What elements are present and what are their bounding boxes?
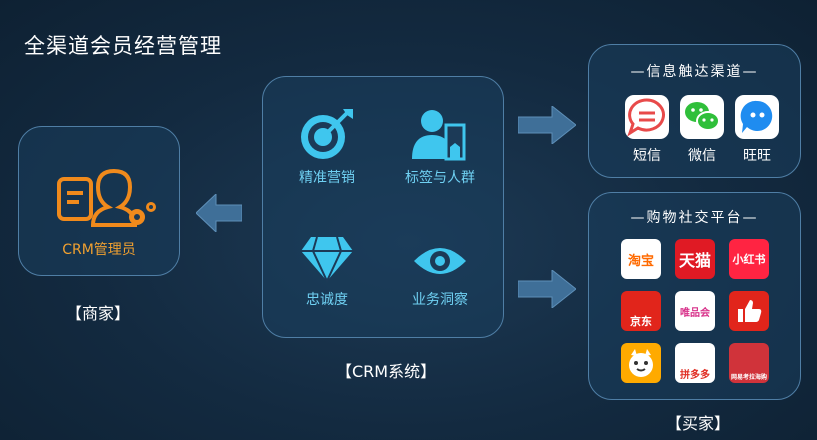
vipshop-icon: 唯品会 bbox=[675, 291, 715, 331]
crm-item-label: 精准营销 bbox=[299, 170, 355, 186]
crm-admin-icon bbox=[57, 169, 156, 227]
suning-icon bbox=[621, 343, 661, 383]
platform-title: —购物社交平台— bbox=[630, 210, 759, 226]
arrow-left-icon bbox=[196, 194, 242, 232]
crm-item-label: 标签与人群 bbox=[405, 170, 475, 186]
crm-item-loyalty: 忠诚度 bbox=[272, 229, 382, 309]
sms-label: 短信 bbox=[633, 148, 661, 164]
page-title: 全渠道会员经营管理 bbox=[24, 34, 222, 58]
person-tag-icon bbox=[412, 110, 466, 161]
sms-icon bbox=[625, 95, 669, 139]
arrow-right-icon bbox=[518, 106, 576, 144]
diamond-icon bbox=[301, 236, 353, 283]
merchant-caption: 【商家】 bbox=[66, 304, 131, 323]
crm-item-business-insight: 业务洞察 bbox=[385, 229, 495, 309]
xiaohongshu-icon: 小红书 bbox=[729, 239, 769, 279]
thumbs-up-icon bbox=[729, 291, 769, 331]
crm-admin-label: CRM管理员 bbox=[62, 242, 136, 258]
crm-panel: 精准营销 标签与人群 忠诚度 bbox=[262, 76, 504, 338]
crm-item-label: 忠诚度 bbox=[306, 292, 348, 308]
merchant-panel: CRM管理员 bbox=[18, 126, 180, 276]
channel-panel: —信息触达渠道— 短信 微信 旺旺 bbox=[588, 44, 801, 178]
wangwang-icon bbox=[735, 95, 779, 139]
jd-icon: 京东 bbox=[621, 291, 661, 331]
platform-panel: —购物社交平台— 淘宝 天猫 小红书 京东 唯品会 拼多多 网易考拉海购 bbox=[588, 192, 801, 400]
buyer-caption: 【买家】 bbox=[666, 414, 731, 433]
crm-caption: 【CRM系统】 bbox=[336, 362, 437, 381]
taobao-icon: 淘宝 bbox=[621, 239, 661, 279]
crm-item-precision-marketing: 精准营销 bbox=[272, 107, 382, 187]
crm-item-label: 业务洞察 bbox=[412, 292, 468, 308]
eye-icon bbox=[414, 248, 466, 274]
arrow-right-icon bbox=[518, 270, 576, 308]
wangwang-label: 旺旺 bbox=[743, 148, 771, 164]
tmall-icon: 天猫 bbox=[675, 239, 715, 279]
wechat-label: 微信 bbox=[688, 148, 716, 164]
pinduoduo-icon: 拼多多 bbox=[675, 343, 715, 383]
channel-title: —信息触达渠道— bbox=[630, 64, 759, 80]
crm-item-tags-audience: 标签与人群 bbox=[385, 107, 495, 187]
wechat-icon bbox=[680, 95, 724, 139]
target-icon bbox=[301, 109, 353, 159]
kaola-icon: 网易考拉海购 bbox=[729, 343, 769, 383]
